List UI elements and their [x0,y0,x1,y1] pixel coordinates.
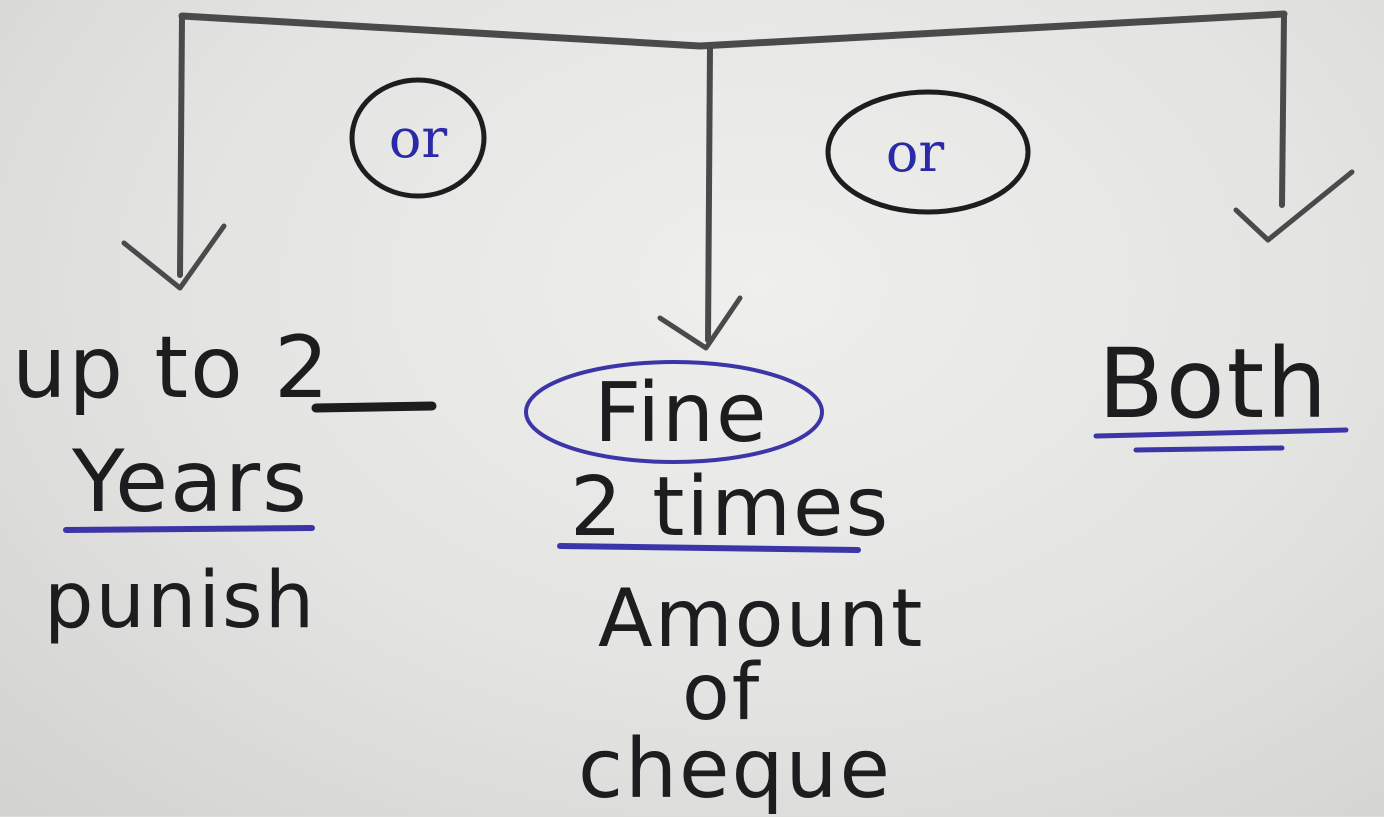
or-label-left: or [388,106,448,170]
right-branch-line [1279,11,1287,208]
left-branch-line-3: punish [44,556,317,646]
left-branch-line [177,13,185,278]
middle-branch-line-2: 2 times [570,460,891,555]
underline-2 [311,401,437,413]
top-bar-line [178,10,1288,50]
or-circle-right [825,89,1031,215]
left-branch-line-2: Years [72,432,309,532]
middle-branch-line-5: cheque [578,722,892,817]
fine-circle [524,360,824,464]
or-circle-left [349,77,487,199]
middle-branch-line-4: of [682,648,762,738]
right-arrow-head [1233,169,1355,243]
middle-branch-line-3: Amount [598,572,925,665]
underline-2-times [557,543,861,553]
middle-arrow-head [657,295,743,351]
middle-branch-line-1: Fine [594,366,769,461]
underline-both-2 [1133,445,1285,453]
left-arrow-head [121,223,227,291]
or-label-right: or [885,120,945,184]
left-branch-line-1: up to 2 [12,318,331,418]
underline-both-1 [1093,427,1349,439]
right-branch-line-1: Both [1098,328,1330,440]
underline-years [63,525,315,533]
middle-branch-line [705,43,713,343]
